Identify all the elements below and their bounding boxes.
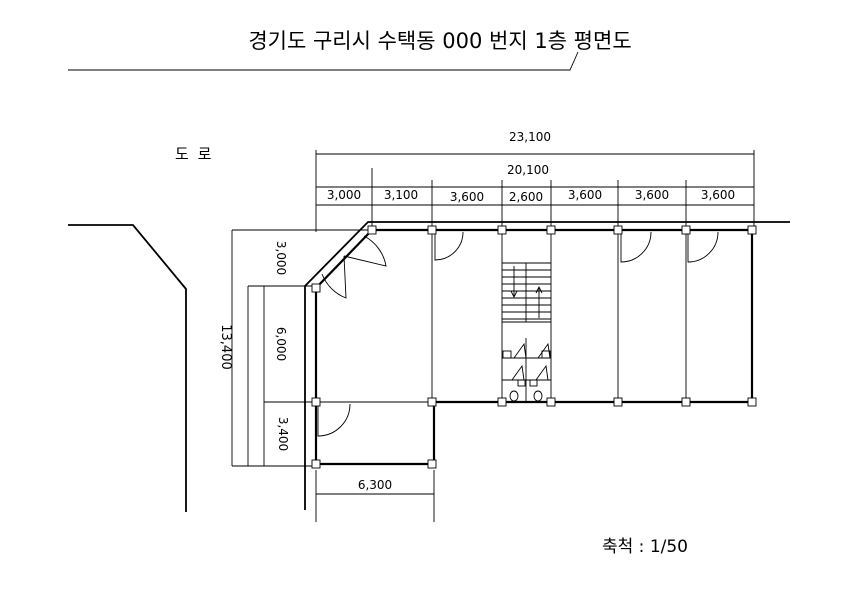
top-dimension-lines	[315, 150, 755, 232]
staircase	[502, 262, 551, 323]
dim-main-width: 20,100	[507, 163, 549, 177]
interior-partitions	[316, 230, 687, 403]
building-outline	[314, 228, 754, 466]
left-dimension-lines	[231, 229, 434, 467]
dim-bay-4: 2,600	[509, 190, 543, 204]
dim-bay-2: 3,100	[384, 188, 418, 202]
dim-bay-3: 3,600	[450, 190, 484, 204]
restroom-fixtures	[502, 338, 551, 402]
scale-label: 축척 : 1/50	[602, 537, 688, 557]
dim-left-seg-1: 3,000	[274, 241, 288, 275]
dim-overall-width: 23,100	[509, 130, 551, 144]
drawing-title: 경기도 구리시 수택동 000 번지 1층 평면도	[248, 29, 631, 53]
road-label: 도 로	[175, 145, 213, 163]
dim-bottom-width: 6,300	[358, 478, 392, 492]
structural-columns	[311, 225, 757, 469]
dim-bay-7: 3,600	[701, 188, 735, 202]
dim-bay-6: 3,600	[635, 188, 669, 202]
dim-total-depth: 13,400	[218, 324, 233, 370]
dim-bay-1: 3,000	[327, 188, 361, 202]
dim-bay-5: 3,600	[568, 188, 602, 202]
dim-left-seg-3: 3,400	[276, 417, 290, 451]
title-underline	[68, 51, 579, 71]
bottom-dimension-lines	[315, 470, 435, 522]
door-swings	[317, 231, 719, 437]
dim-left-seg-2: 6,000	[274, 327, 288, 361]
road-boundary-line	[68, 224, 187, 512]
site-boundary-line	[304, 221, 790, 510]
